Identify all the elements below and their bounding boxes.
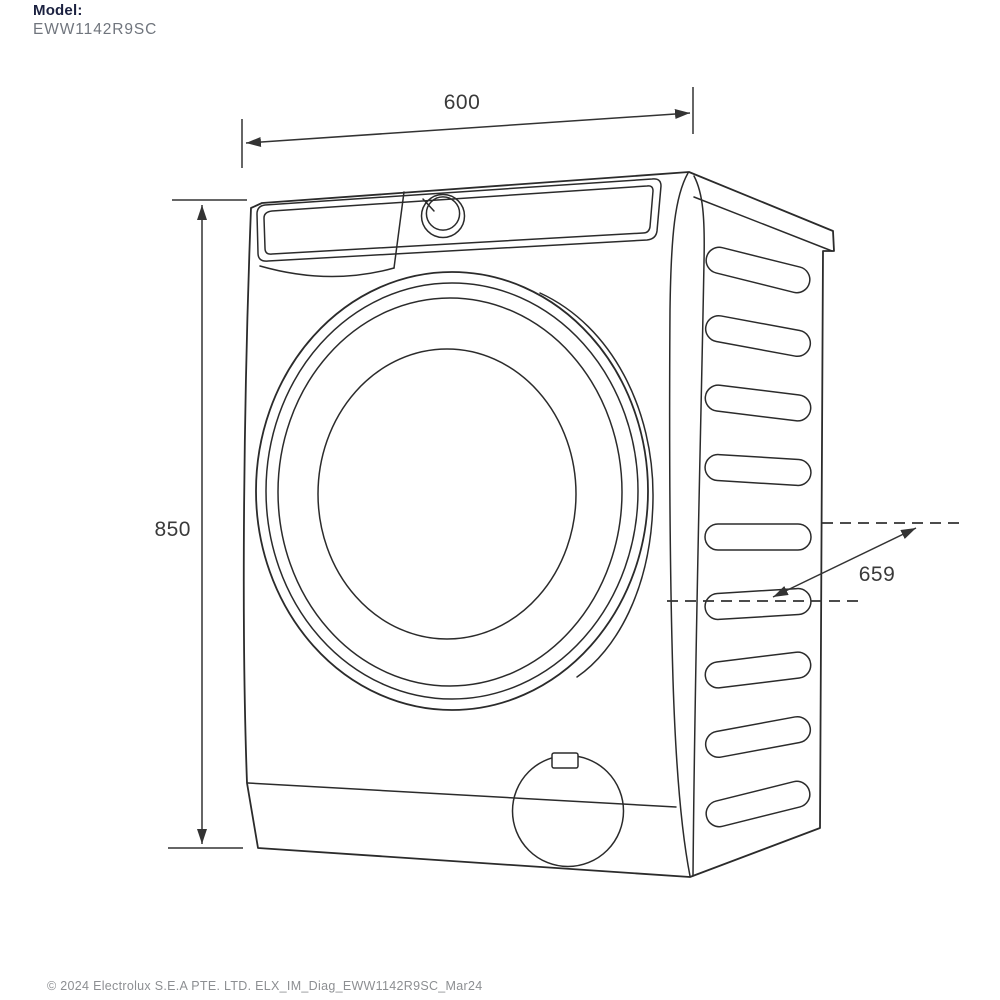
door-ring-3 [277, 297, 623, 687]
copyright-note: © 2024 Electrolux S.E.A PTE. LTD. ELX_IM… [47, 979, 483, 993]
door-outer-ring [255, 271, 649, 711]
control-panel-inner [263, 185, 654, 255]
model-label: Model: [33, 2, 83, 19]
vent-slot [704, 715, 812, 759]
washing-machine-drawing [242, 171, 835, 878]
side-panel-front-edge [692, 175, 705, 877]
control-panel-outer [256, 178, 662, 262]
vent-slot [705, 246, 811, 294]
drawer-divider [393, 191, 405, 269]
side-vent-slots [704, 246, 812, 828]
width-dimension: 600 [241, 87, 694, 168]
door-ring-2 [265, 282, 639, 700]
model-header: Model: EWW1142R9SC [33, 2, 157, 39]
depth-value: 659 [859, 563, 896, 586]
vent-slot [704, 587, 812, 621]
depth-arrow [772, 527, 917, 598]
vent-slot [704, 453, 812, 487]
top-lid-edge [693, 196, 833, 252]
vent-slot [704, 314, 812, 358]
width-arrow [245, 109, 691, 147]
vent-slot [704, 384, 812, 422]
cabinet-outline [242, 171, 835, 878]
program-knob [420, 193, 466, 239]
depth-dimension: 659 [667, 522, 963, 602]
vent-slot [704, 523, 812, 551]
width-value: 600 [444, 91, 481, 114]
door-glass [317, 348, 577, 640]
model-number: EWW1142R9SC [33, 21, 158, 39]
door-side-bulge [539, 292, 654, 678]
pump-filter-latch [551, 752, 579, 769]
vent-slot [705, 780, 811, 828]
knob-pointer [422, 198, 435, 212]
drawer-lip [259, 265, 395, 278]
height-dimension: 850 [154, 199, 247, 849]
kick-panel-line [247, 782, 677, 808]
vent-slot [704, 651, 812, 689]
height-value: 850 [154, 518, 191, 541]
front-right-corner-edge [668, 172, 691, 877]
program-knob-bevel [425, 196, 461, 231]
